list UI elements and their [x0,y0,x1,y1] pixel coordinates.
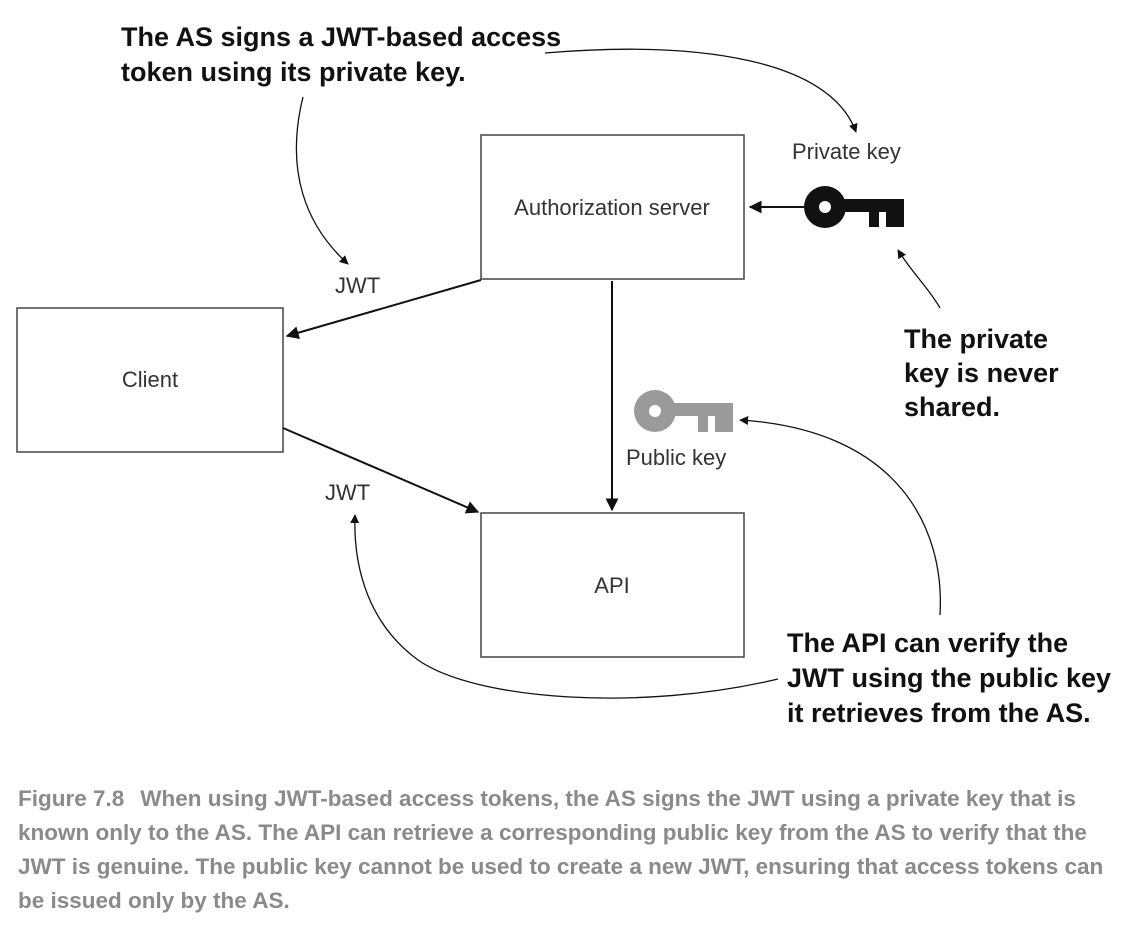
callout-private-line1: The private [904,324,1048,354]
callout-private-line2: key is never [904,358,1059,388]
public-key-label: Public key [626,445,726,470]
figure-caption-text: When using JWT-based access tokens, the … [18,786,1104,913]
callout-api-line2: JWT using the public key [787,663,1111,693]
callout-as-signs-line1: The AS signs a JWT-based access [121,22,561,52]
client-to-api-arrow [282,427,480,514]
figure-number: Figure 7.8 [18,786,125,811]
authorization-server-box: Authorization server [480,134,745,280]
api-label: API [594,573,629,598]
api-box: API [480,512,745,658]
curve-to-public-key-icon [739,416,942,616]
callout-as-signs-line2: token using its private key. [121,57,466,87]
callout-api-line3: it retrieves from the AS. [787,698,1091,728]
curve-to-private-key [544,48,858,133]
diagram: Authorization server Client API JWT JWT … [16,22,1111,728]
jwt-label-top: JWT [335,273,380,298]
public-key-icon [634,390,733,432]
jwt-label-bottom: JWT [325,480,370,505]
private-key-icon [804,186,904,228]
as-to-client-arrow [285,279,482,340]
private-key-label: Private key [792,139,901,164]
client-label: Client [122,367,178,392]
curve-to-jwt-bottom [350,514,779,699]
callout-private-line3: shared. [904,392,1000,422]
curve-to-jwt-top [295,96,349,265]
authorization-server-label: Authorization server [514,195,710,220]
curve-to-private-key-icon [897,249,941,309]
callout-api-line1: The API can verify the [787,628,1068,658]
client-box: Client [16,307,284,453]
